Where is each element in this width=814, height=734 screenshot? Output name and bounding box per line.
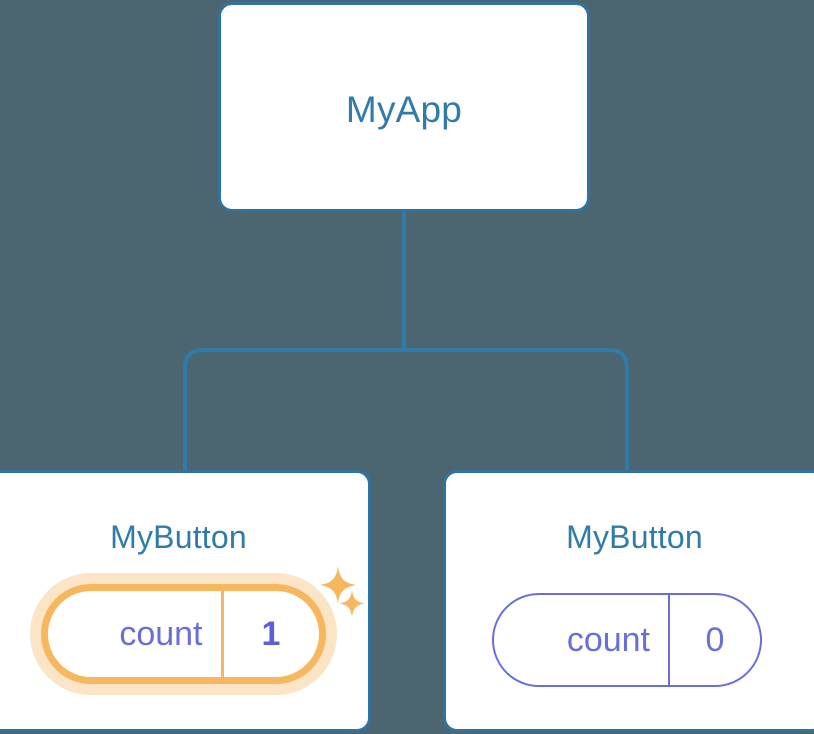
component-title-mybutton-right: MyButton	[566, 519, 703, 555]
state-value-right: 0	[705, 620, 725, 659]
state-key-right: count	[494, 595, 670, 685]
state-pill-wrapper-left: count 1	[28, 572, 338, 696]
state-pill-left[interactable]: count 1	[40, 584, 326, 684]
state-key-left: count	[48, 591, 224, 677]
connector-branch-left	[183, 348, 404, 480]
component-title-mybutton-left: MyButton	[110, 519, 247, 555]
state-pill-wrapper-right: count 0	[491, 592, 763, 688]
state-value-left: 1	[261, 614, 281, 653]
component-card-myapp[interactable]: MyApp	[218, 2, 590, 212]
component-title-myapp: MyApp	[345, 89, 463, 130]
state-pill-right[interactable]: count 0	[492, 593, 762, 687]
connector-branch-right	[404, 348, 629, 480]
